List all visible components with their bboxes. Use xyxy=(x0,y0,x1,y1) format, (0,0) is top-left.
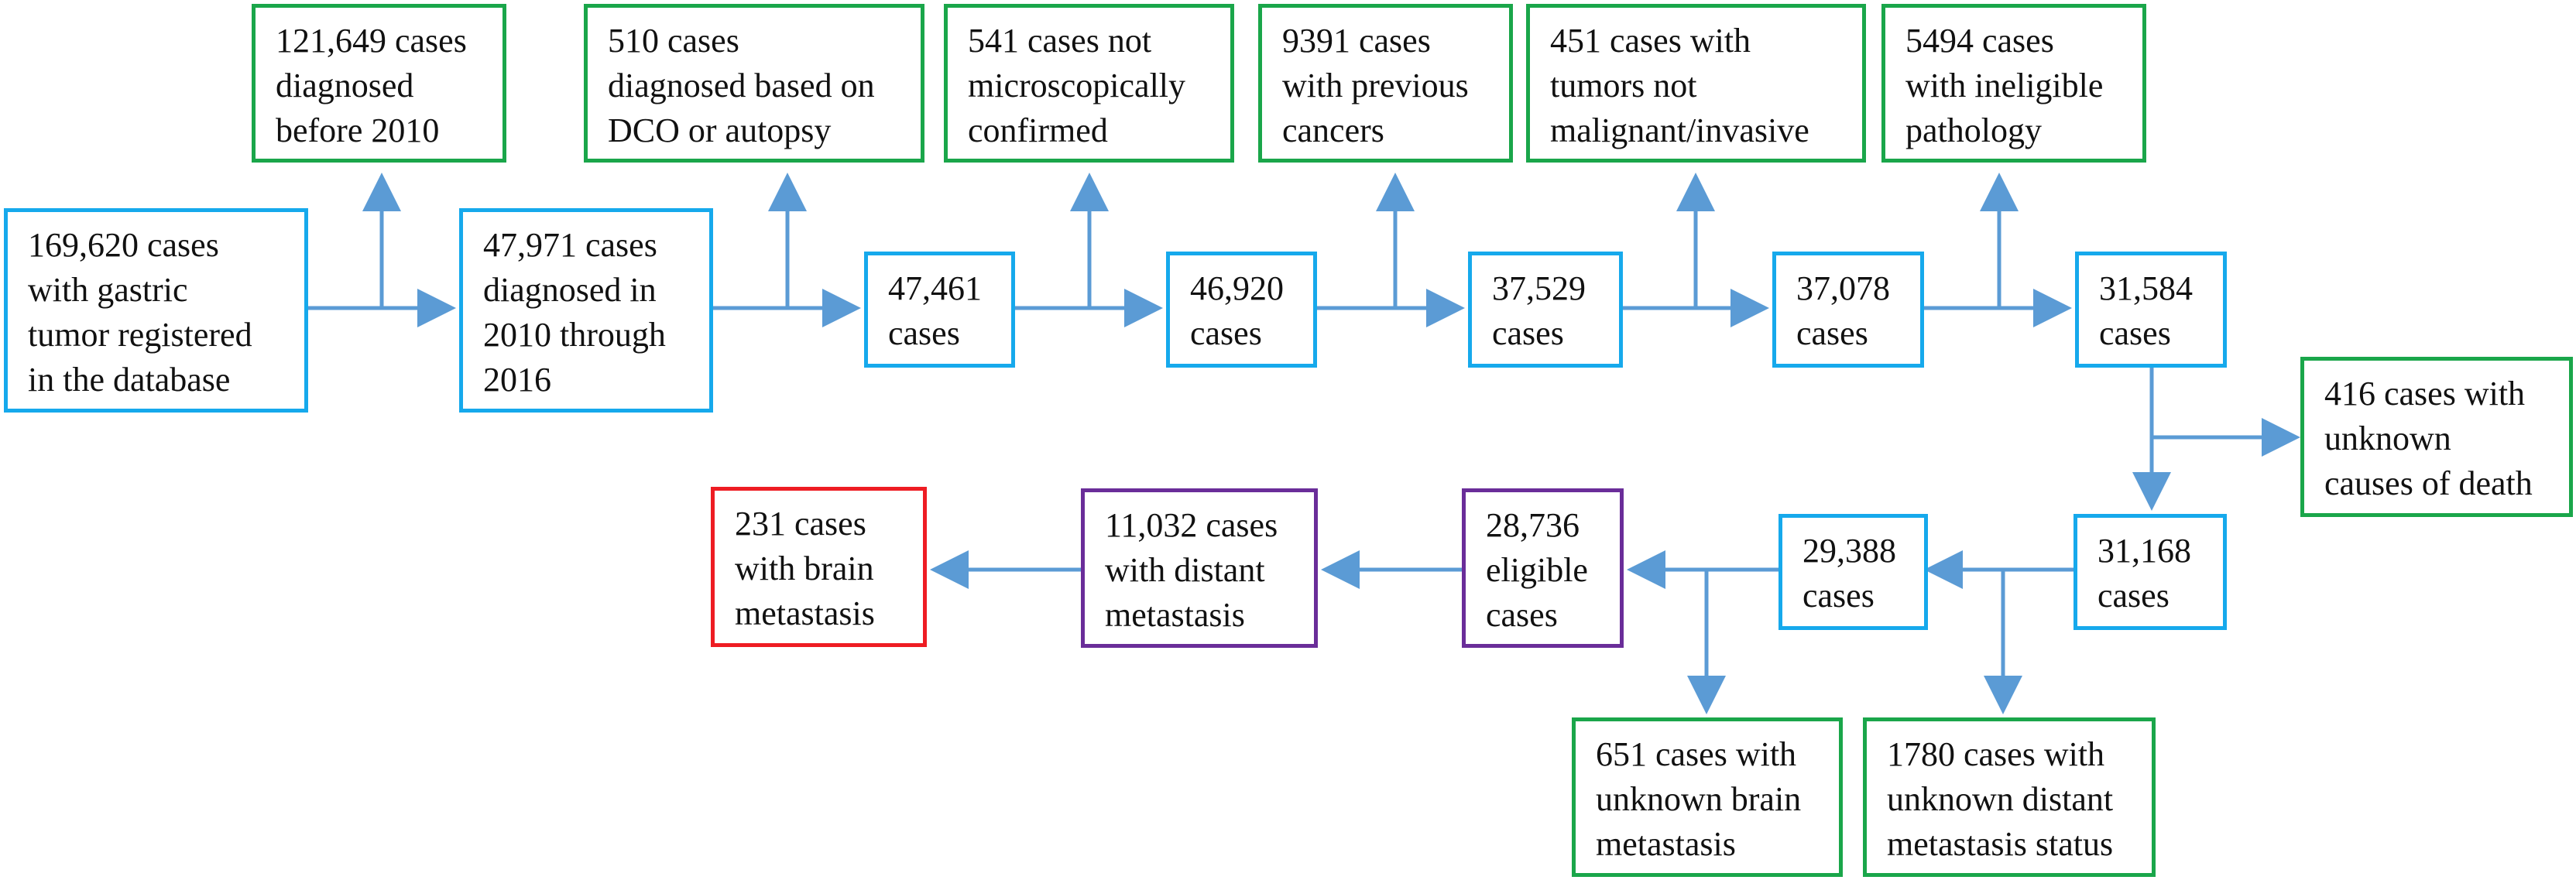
box-registered: 169,620 cases with gastric tumor registe… xyxy=(4,208,308,413)
box-distant-metastasis: 11,032 cases with distant metastasis xyxy=(1081,488,1318,648)
box-excl-before-2010: 121,649 cases diagnosed before 2010 xyxy=(252,4,506,163)
box-cases-31168: 31,168 cases xyxy=(2073,514,2227,630)
box-excl-unknown-distant: 1780 cases with unknown distant metastas… xyxy=(1863,717,2156,877)
box-excl-not-malignant: 451 cases with tumors not malignant/inva… xyxy=(1526,4,1866,163)
box-cases-47461: 47,461 cases xyxy=(864,252,1015,368)
box-diagnosed-2010-2016: 47,971 cases diagnosed in 2010 through 2… xyxy=(459,208,713,413)
box-cases-31584: 31,584 cases xyxy=(2075,252,2227,368)
box-excl-unknown-death: 416 cases with unknown causes of death xyxy=(2300,357,2573,517)
box-cases-37078: 37,078 cases xyxy=(1772,252,1924,368)
box-excl-unknown-brain: 651 cases with unknown brain metastasis xyxy=(1572,717,1843,877)
box-excl-dco-autopsy: 510 cases diagnosed based on DCO or auto… xyxy=(584,4,924,163)
box-eligible: 28,736 eligible cases xyxy=(1462,488,1624,648)
box-cases-29388: 29,388 cases xyxy=(1779,514,1928,630)
box-excl-previous-cancers: 9391 cases with previous cancers xyxy=(1258,4,1513,163)
box-excl-not-microscopic: 541 cases not microscopically confirmed xyxy=(944,4,1234,163)
box-cases-46920: 46,920 cases xyxy=(1166,252,1317,368)
box-excl-ineligible-pathology: 5494 cases with ineligible pathology xyxy=(1881,4,2146,163)
box-brain-metastasis: 231 cases with brain metastasis xyxy=(711,487,927,647)
box-cases-37529: 37,529 cases xyxy=(1468,252,1623,368)
